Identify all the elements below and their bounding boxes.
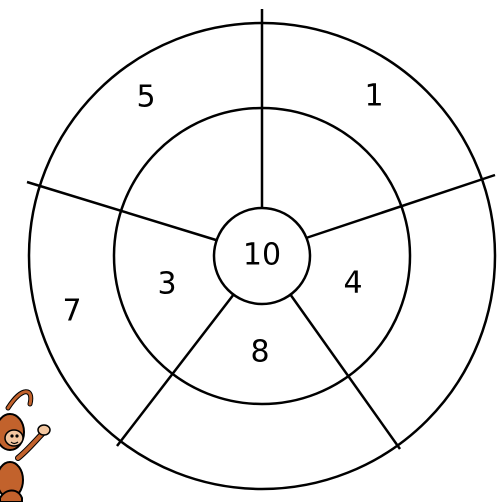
inner-region-value-bottom: 8 — [250, 335, 269, 370]
spoke-lower-right — [290, 294, 400, 449]
spoke-lower-left — [117, 294, 234, 446]
center-value: 10 — [243, 238, 281, 273]
monkey-icon — [0, 392, 50, 502]
spoke-upper-right — [306, 175, 495, 238]
spoke-upper-left — [27, 182, 216, 240]
outer-region-value-left: 7 — [62, 294, 81, 329]
outer-region-value-top-right: 1 — [364, 79, 383, 114]
outer-region-value-top-left: 5 — [136, 80, 155, 115]
inner-region-value-left: 3 — [157, 267, 176, 302]
inner-region-value-right: 4 — [343, 266, 362, 301]
